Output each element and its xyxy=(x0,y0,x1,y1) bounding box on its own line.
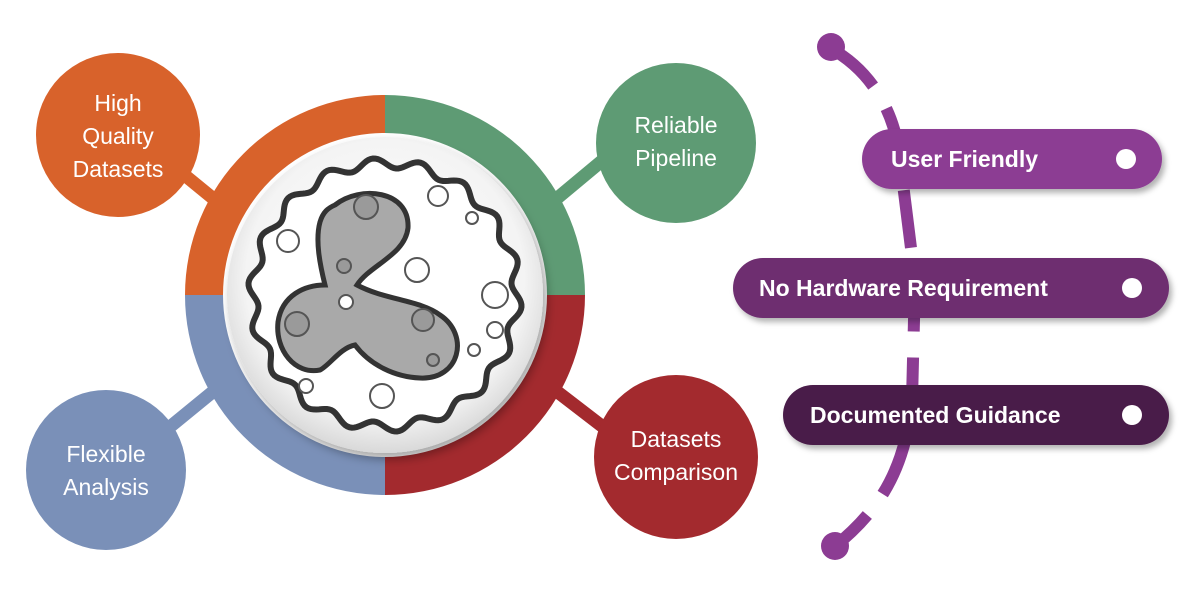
center-ring xyxy=(185,95,585,495)
benefit-no-hardware-label: No Hardware Requirement xyxy=(759,275,1048,301)
feature-reliable-line1: Reliable xyxy=(634,112,717,138)
cell-icon xyxy=(245,155,525,435)
ring-quadrant-flexible xyxy=(185,295,385,495)
ring-quadrant-reliable xyxy=(385,95,585,295)
feature-datasets-comparison: Datasets Comparison xyxy=(594,375,758,539)
feature-reliable-pipeline: Reliable Pipeline xyxy=(596,63,756,223)
benefit-user-friendly xyxy=(862,129,1162,189)
feature-flexible-analysis: Flexible Analysis xyxy=(26,390,186,550)
benefit-documented-guidance-label: Documented Guidance xyxy=(810,402,1060,428)
ring-quadrant-high-quality xyxy=(185,95,385,295)
ring-quadrant-comparison xyxy=(385,295,585,495)
feature-flexible-line1: Flexible xyxy=(66,441,145,467)
feature-reliable-line2: Pipeline xyxy=(635,145,717,171)
feature-high-quality: High Quality Datasets xyxy=(36,53,200,217)
timeline-start-dot xyxy=(817,33,845,61)
benefit-documented-guidance xyxy=(783,385,1169,445)
benefit-user-friendly-label: User Friendly xyxy=(891,146,1038,172)
feature-high-quality-line3: Datasets xyxy=(73,156,164,182)
cell-granules xyxy=(276,185,509,409)
feature-comparison-line1: Datasets xyxy=(631,426,722,452)
feature-flexible-line2: Analysis xyxy=(63,474,149,500)
benefit-no-hardware xyxy=(733,258,1169,318)
timeline-end-dot xyxy=(821,532,849,560)
cell-nucleus xyxy=(275,190,460,381)
feature-high-quality-line1: High xyxy=(94,90,141,116)
feature-comparison-line2: Comparison xyxy=(614,459,738,485)
feature-high-quality-line2: Quality xyxy=(82,123,154,149)
